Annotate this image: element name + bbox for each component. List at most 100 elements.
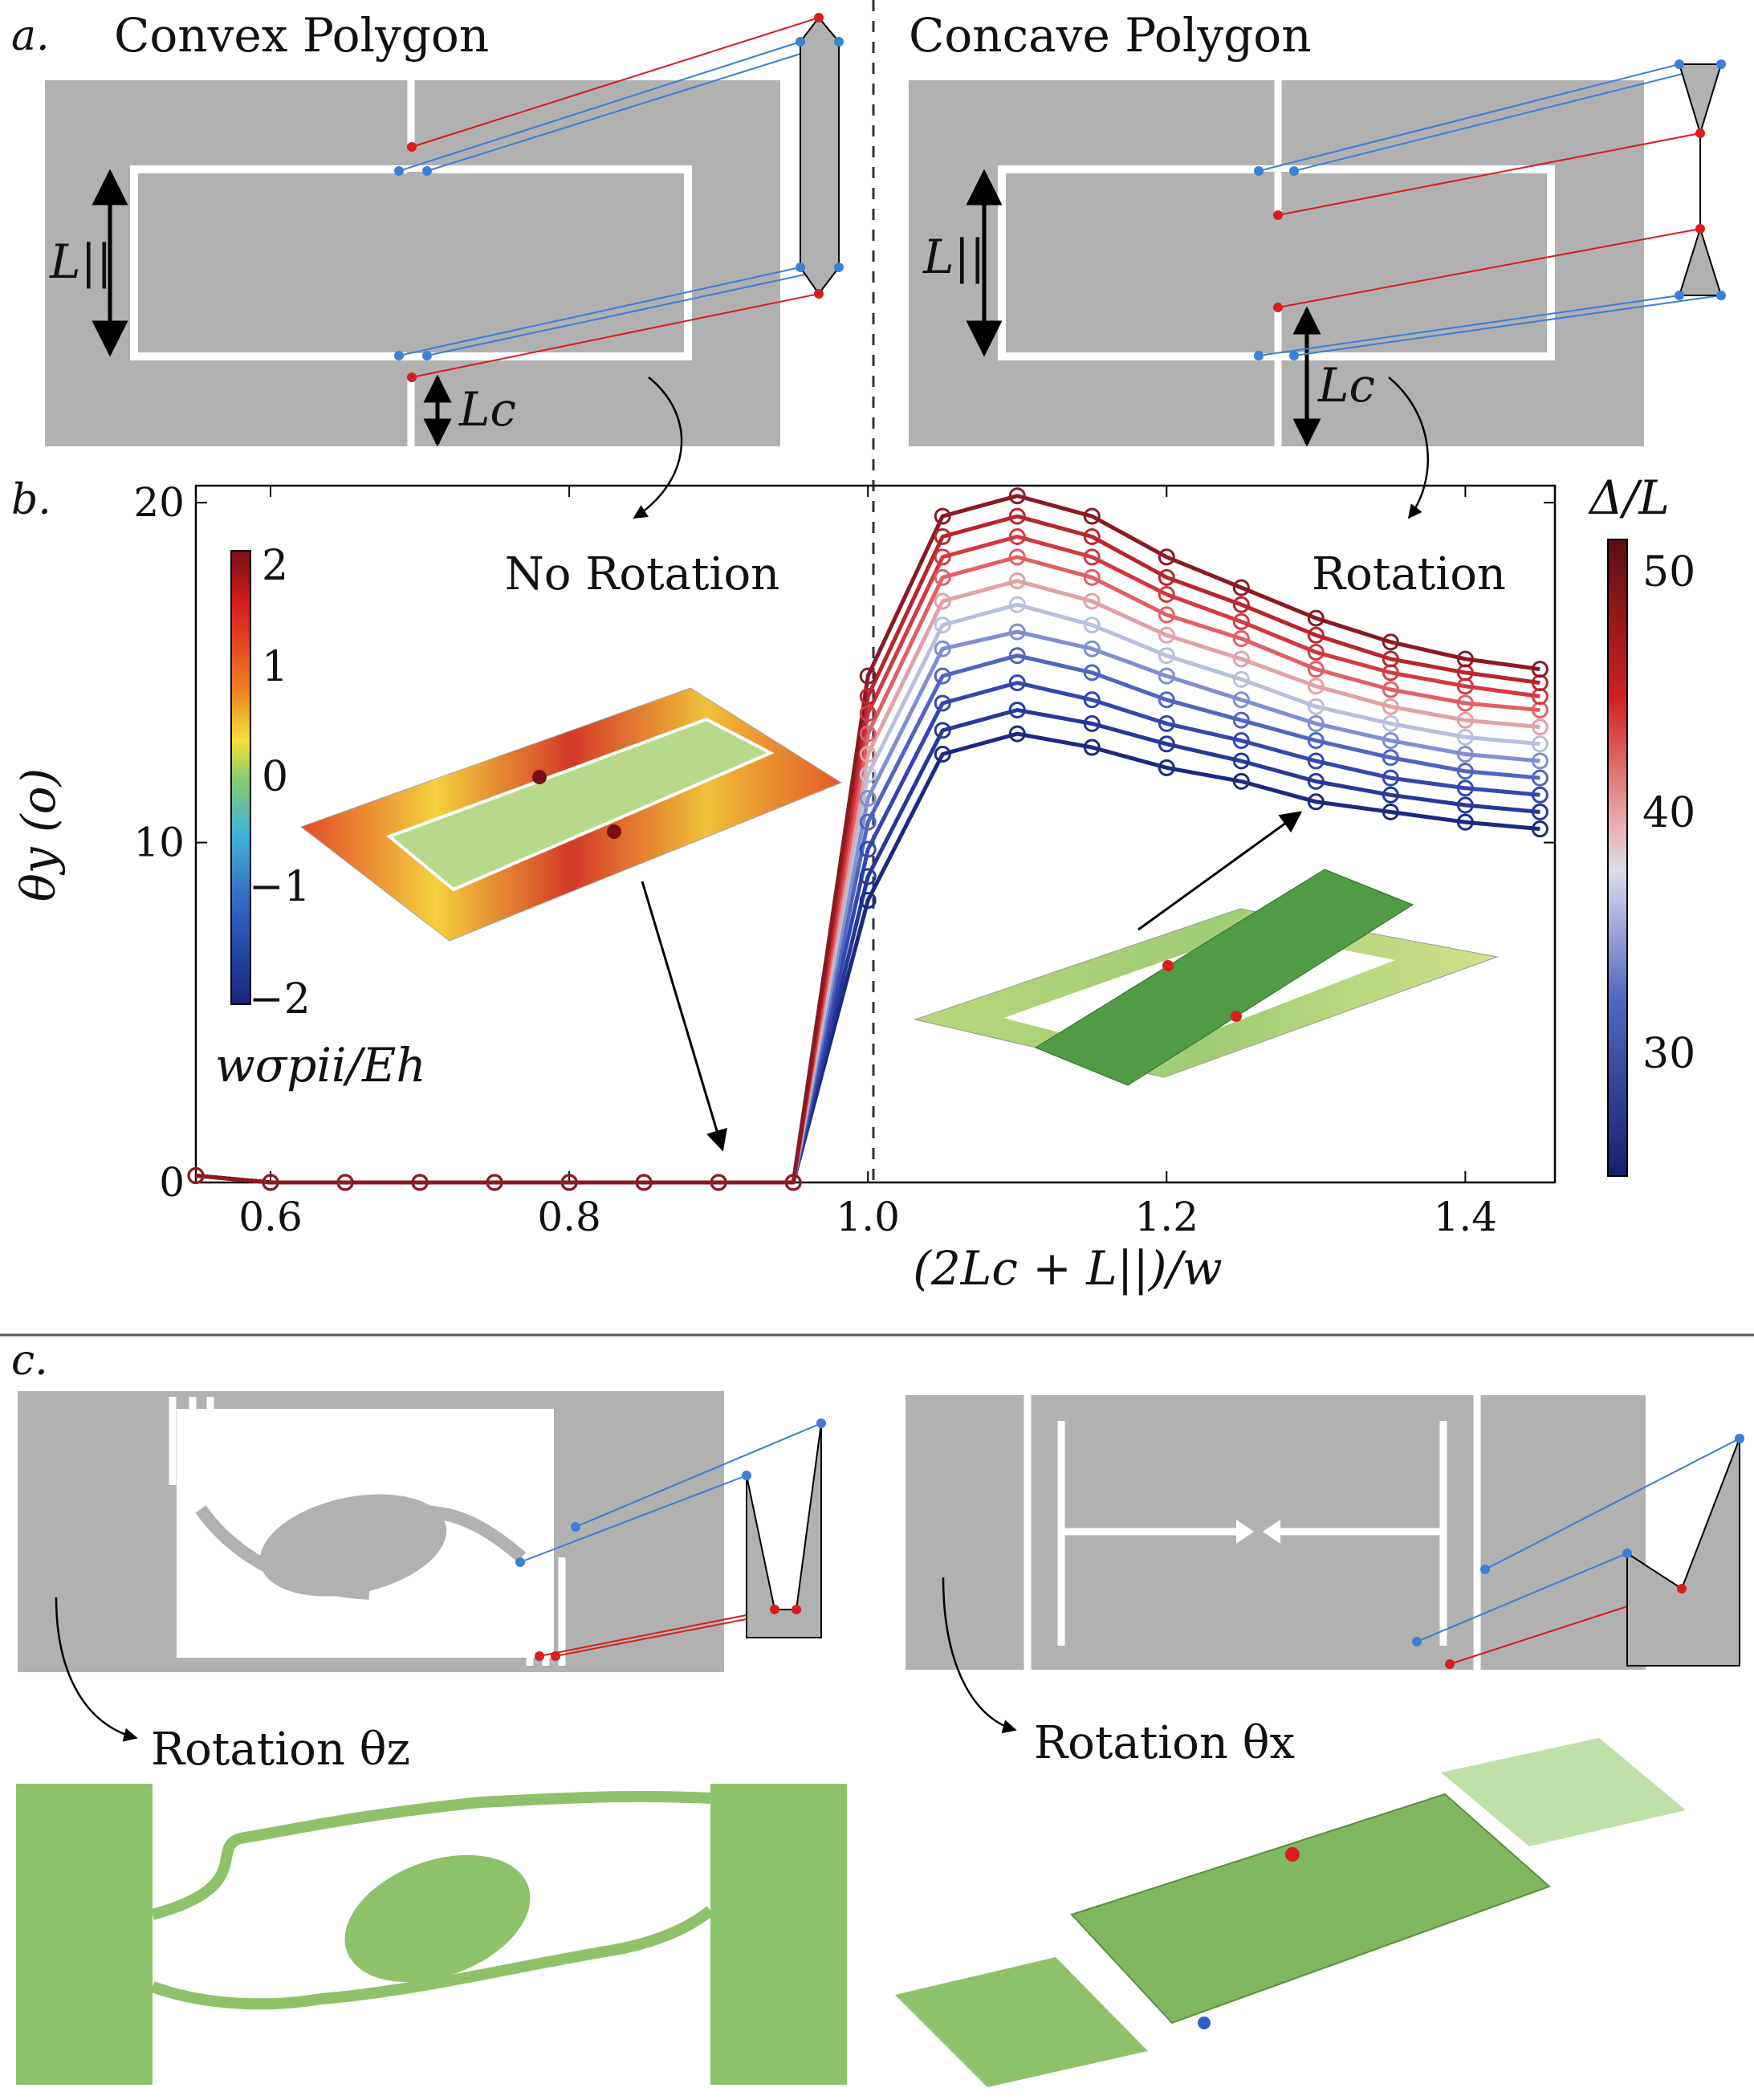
series-10-point — [336, 1174, 354, 1191]
series-5-point — [1008, 596, 1026, 613]
series-2-point — [859, 840, 877, 858]
series-6-point — [1531, 718, 1548, 736]
stress-colorbar: 2 1 0 −1 −2 wσpii/Eh — [215, 542, 426, 1093]
series-4-point — [1382, 732, 1399, 750]
series-7-point — [1232, 630, 1250, 648]
series-1-point — [1008, 701, 1026, 718]
series-6-point — [1158, 626, 1175, 644]
series-line-10 — [195, 494, 1540, 1185]
series-8-point — [1158, 585, 1175, 603]
series-9-point — [1382, 650, 1399, 668]
series-0-point — [1158, 759, 1175, 776]
series-6-point — [934, 592, 951, 610]
series-9-point — [1307, 626, 1325, 644]
series-3-point — [1382, 749, 1399, 767]
rotation-theta-x-label: Rotation θx — [1034, 1717, 1295, 1769]
series-3-point — [1008, 647, 1026, 665]
x-axis-label: (2Lc + L||)/w — [913, 1241, 1222, 1296]
series-2-point — [1382, 769, 1399, 787]
theta-x-polygon-shape — [1626, 1438, 1740, 1667]
series-2-point — [1158, 714, 1175, 732]
rotation-simulation-inset — [914, 869, 1499, 1086]
series-10-point — [934, 507, 951, 525]
series-10-point — [1531, 661, 1548, 678]
series-1-point — [859, 868, 877, 885]
y-tick-label: 0 — [159, 1159, 185, 1206]
series-5-point — [934, 617, 951, 634]
series-0-point — [859, 892, 877, 910]
series-6-point — [1456, 711, 1474, 729]
concave-hinge-markers — [1254, 166, 1299, 360]
delta-tick-50: 50 — [1642, 548, 1695, 596]
series-0-point — [1382, 803, 1399, 820]
stress-colorbar-gradient — [230, 550, 251, 1005]
rotation-theta-z-label: Rotation θz — [151, 1724, 410, 1776]
theta-x-arrow — [942, 1577, 1017, 1734]
series-9-point — [1158, 568, 1175, 586]
series-7-point — [1307, 661, 1325, 678]
series-10-point — [411, 1174, 429, 1191]
series-9-point — [859, 688, 877, 706]
delta-colorbar-gradient — [1607, 539, 1628, 1177]
x-tick-label: 1.4 — [1434, 1194, 1498, 1240]
series-7-point — [859, 725, 877, 743]
delta-colorbar-label: Δ/L — [1588, 470, 1670, 525]
series-4-point — [1456, 745, 1474, 763]
theta-z-leaf — [259, 1494, 447, 1597]
series-7-point — [934, 568, 951, 586]
series-0-point — [1456, 813, 1474, 831]
series-10-point — [187, 1167, 205, 1185]
convex-hinge-bridge — [407, 172, 431, 353]
series-4-point — [1531, 752, 1548, 770]
series-5-point — [1382, 714, 1399, 732]
series-4-point — [1158, 667, 1175, 685]
series-2-point — [1307, 752, 1325, 770]
series-3-point — [934, 667, 951, 685]
series-1-point — [934, 722, 951, 739]
series-8-point — [1232, 612, 1250, 630]
series-4-point — [1307, 714, 1325, 732]
series-0-point — [1008, 725, 1026, 743]
rotation-pointer — [1137, 811, 1303, 931]
convex-to-no-rotation-arrow — [633, 376, 683, 519]
delta-tick-40: 40 — [1642, 789, 1695, 837]
series-9-point — [1008, 507, 1026, 525]
stress-tick-2: 2 — [262, 542, 288, 590]
series-8-point — [1008, 528, 1026, 546]
concave-plate-diagram: L|| Lc — [909, 59, 1726, 447]
series-0-point — [1531, 820, 1548, 838]
series-10-point — [710, 1174, 727, 1191]
theta-x-simulation — [895, 1738, 1686, 2087]
series-1-point — [1456, 796, 1474, 814]
series-10-point — [635, 1174, 653, 1191]
l-c-label: Lc — [458, 382, 516, 437]
y-axis-label: θy (o) — [11, 768, 66, 901]
series-10-point — [560, 1174, 578, 1191]
series-5-point — [1232, 670, 1250, 688]
series-10-point — [859, 667, 877, 685]
stress-tick-0: 0 — [262, 753, 288, 801]
panel-a: a. Convex Polygon Concave Polygon L|| Lc — [11, 8, 1726, 519]
series-1-point — [1382, 786, 1399, 804]
series-8-point — [859, 705, 877, 722]
theta-z-simulation — [16, 1784, 847, 2085]
stress-tick-neg2: −2 — [249, 975, 311, 1024]
series-4-point — [1083, 640, 1101, 657]
convex-polygon-shape — [800, 16, 840, 295]
series-2-point — [1008, 674, 1026, 692]
panel-c: c. — [11, 1337, 1744, 2087]
series-6-point — [1232, 650, 1250, 668]
plot-frame — [194, 484, 1557, 1184]
series-2-point — [1083, 691, 1101, 709]
theta-z-arrow — [55, 1597, 138, 1742]
series-0-point — [1083, 739, 1101, 756]
x-tick-label: 0.8 — [537, 1194, 601, 1240]
series-6-point — [1083, 592, 1101, 610]
series-10-point — [1008, 487, 1026, 505]
series-1-point — [1531, 803, 1548, 820]
series-10-point — [486, 1174, 503, 1191]
stress-colorbar-label: wσpii/Eh — [215, 1038, 426, 1093]
series-2-point — [934, 694, 951, 712]
series-10-point — [1232, 579, 1250, 596]
